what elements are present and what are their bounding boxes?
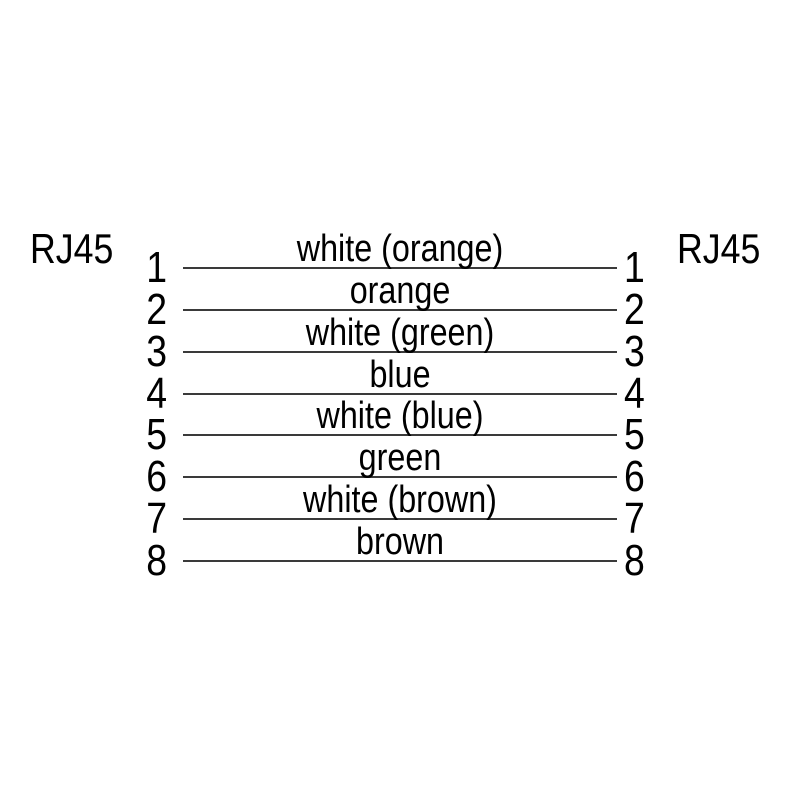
pin-number-left: 6 [146, 452, 167, 501]
pin-number-right: 6 [624, 452, 645, 501]
pin-number-right: 4 [624, 369, 645, 418]
pin-number-left: 7 [146, 494, 167, 543]
wire-line [183, 393, 617, 395]
pin-number-left: 3 [146, 327, 167, 376]
wire-color-label: white (orange) [296, 228, 504, 270]
pin-number-right: 7 [624, 494, 645, 543]
pin-number-left: 4 [146, 369, 167, 418]
connector-label-left: RJ45 [30, 225, 114, 272]
pin-number-left: 5 [146, 410, 167, 459]
wire-line [183, 267, 617, 269]
pin-number-left: 8 [146, 536, 167, 585]
pin-number-left: 1 [146, 243, 167, 292]
pin-number-right: 2 [624, 285, 645, 334]
wire-line [183, 309, 617, 311]
wire-color-label: white (blue) [316, 395, 484, 437]
wire-line [183, 434, 617, 436]
wire-line [183, 351, 617, 353]
wire-color-label: white (green) [305, 312, 495, 354]
pin-number-right: 8 [624, 536, 645, 585]
wire-line [183, 560, 617, 562]
wire-line [183, 476, 617, 478]
pin-number-right: 5 [624, 410, 645, 459]
wire-color-label: orange [349, 270, 451, 312]
connector-label-right: RJ45 [677, 225, 761, 272]
pin-number-right: 3 [624, 327, 645, 376]
wire-color-label: brown [356, 521, 444, 563]
wire-color-label: white (brown) [303, 479, 497, 521]
pin-number-right: 1 [624, 243, 645, 292]
wire-color-label: blue [369, 354, 431, 396]
wire-color-label: green [358, 437, 442, 479]
pin-number-left: 2 [146, 285, 167, 334]
wire-line [183, 518, 617, 520]
